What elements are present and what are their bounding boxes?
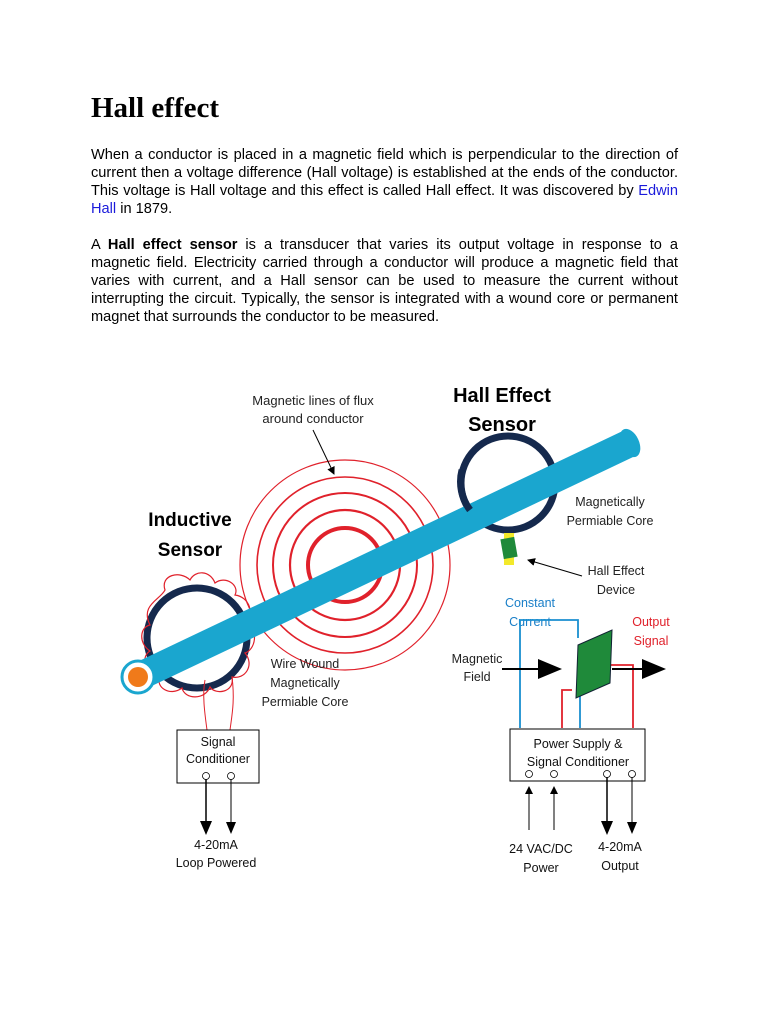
output-signal-line1: Output [632,615,670,629]
terminal-icon [603,770,611,778]
hall-sensor-term: Hall effect sensor [107,237,238,253]
output-arrowhead-icon [642,659,666,679]
terminal-icon [227,772,235,780]
power-terminals [525,770,636,778]
hall-device-icon [500,536,518,560]
power-label-line1: 24 VAC/DC [509,842,573,856]
inductive-sensor-title-line1: Inductive [148,510,231,531]
hall-sensor-title-line1: Hall Effect [453,385,551,407]
magnetic-field-arrowhead-icon [538,659,562,679]
loop-label-line1: 4-20mA [194,838,238,852]
power-label: 24 VAC/DC Power [509,842,573,875]
output-label-line2: Output [601,859,639,873]
loop-label-line2: Loop Powered [176,856,257,870]
constant-current-label: Constant Current [505,596,556,629]
magnetic-field-line1: Magnetic [452,652,503,666]
terminal-icon [550,770,558,778]
constant-current-line2: Current [509,615,551,629]
hall-device-pointer [527,558,583,577]
flux-pointer [312,429,335,475]
page-title: Hall effect [91,92,220,124]
power-box-line1: Power Supply & [534,737,624,751]
conductor [120,428,641,695]
signal-conditioner-line1: Signal [201,735,236,749]
hall-device-plate-icon [575,629,613,699]
hall-sensor-title-line2: Sensor [468,414,536,436]
magnetic-field-label: Magnetic Field [452,652,503,684]
inductive-sensor-title: Inductive Sensor [148,510,231,561]
paragraph-hall-sensor: A Hall effect sensor is a transducer tha… [91,236,678,326]
core-label: Magnetically Permiable Core [567,495,654,528]
hall-device-label: Hall Effect Device [588,564,645,597]
inductive-leads [203,676,234,731]
output-wires [561,664,634,728]
loop-label: 4-20mA Loop Powered [176,838,257,870]
hall-effect-figure: Magnetic lines of flux around conductor … [120,385,670,875]
terminal-icon [525,770,533,778]
paragraph-rest: is a transducer that varies its output v… [91,237,678,325]
wire-wound-line1: Wire Wound [271,657,340,671]
output-signal-line2: Signal [634,634,669,648]
signal-conditioner-label: Signal Conditioner [186,735,250,766]
paragraph-text-end: in 1879. [116,201,173,217]
paragraph-hall-effect: When a conductor is placed in a magnetic… [91,146,678,218]
terminal-icon [202,772,210,780]
output-label: 4-20mA Output [598,840,642,873]
flux-label-line2: around conductor [262,411,364,426]
signal-conditioner-line2: Conditioner [186,752,250,766]
hall-device-label-line2: Device [597,583,635,597]
power-supply-label: Power Supply & Signal Conditioner [527,737,629,769]
edwin-hall-link[interactable]: Edwin Hall [91,183,678,217]
core-label-line2: Permiable Core [567,514,654,528]
hall-device-label-line1: Hall Effect [588,564,645,578]
magnetic-field-line2: Field [463,670,490,684]
output-label-line1: 4-20mA [598,840,642,854]
power-box-line2: Signal Conditioner [527,755,629,769]
paragraph-text: When a conductor is placed in a magnetic… [91,147,678,199]
wire-wound-line3: Permiable Core [262,695,349,709]
terminal-icon [628,770,636,778]
flux-label-line1: Magnetic lines of flux [252,393,374,408]
paragraph-lead: A [91,237,108,253]
constant-current-wires [519,619,581,728]
power-label-line2: Power [523,861,558,875]
flux-label: Magnetic lines of flux around conductor [252,393,374,426]
core-label-line1: Magnetically [575,495,645,509]
wire-wound-label: Wire Wound Magnetically Permiable Core [262,657,349,709]
inductive-sensor-title-line2: Sensor [158,540,223,561]
wire-wound-line2: Magnetically [270,676,340,690]
output-signal-label: Output Signal [632,615,670,648]
constant-current-line1: Constant [505,596,556,610]
signal-conditioner-box [176,729,260,784]
hall-sensor-title: Hall Effect Sensor [453,385,551,436]
conductor-end-icon [128,667,148,687]
